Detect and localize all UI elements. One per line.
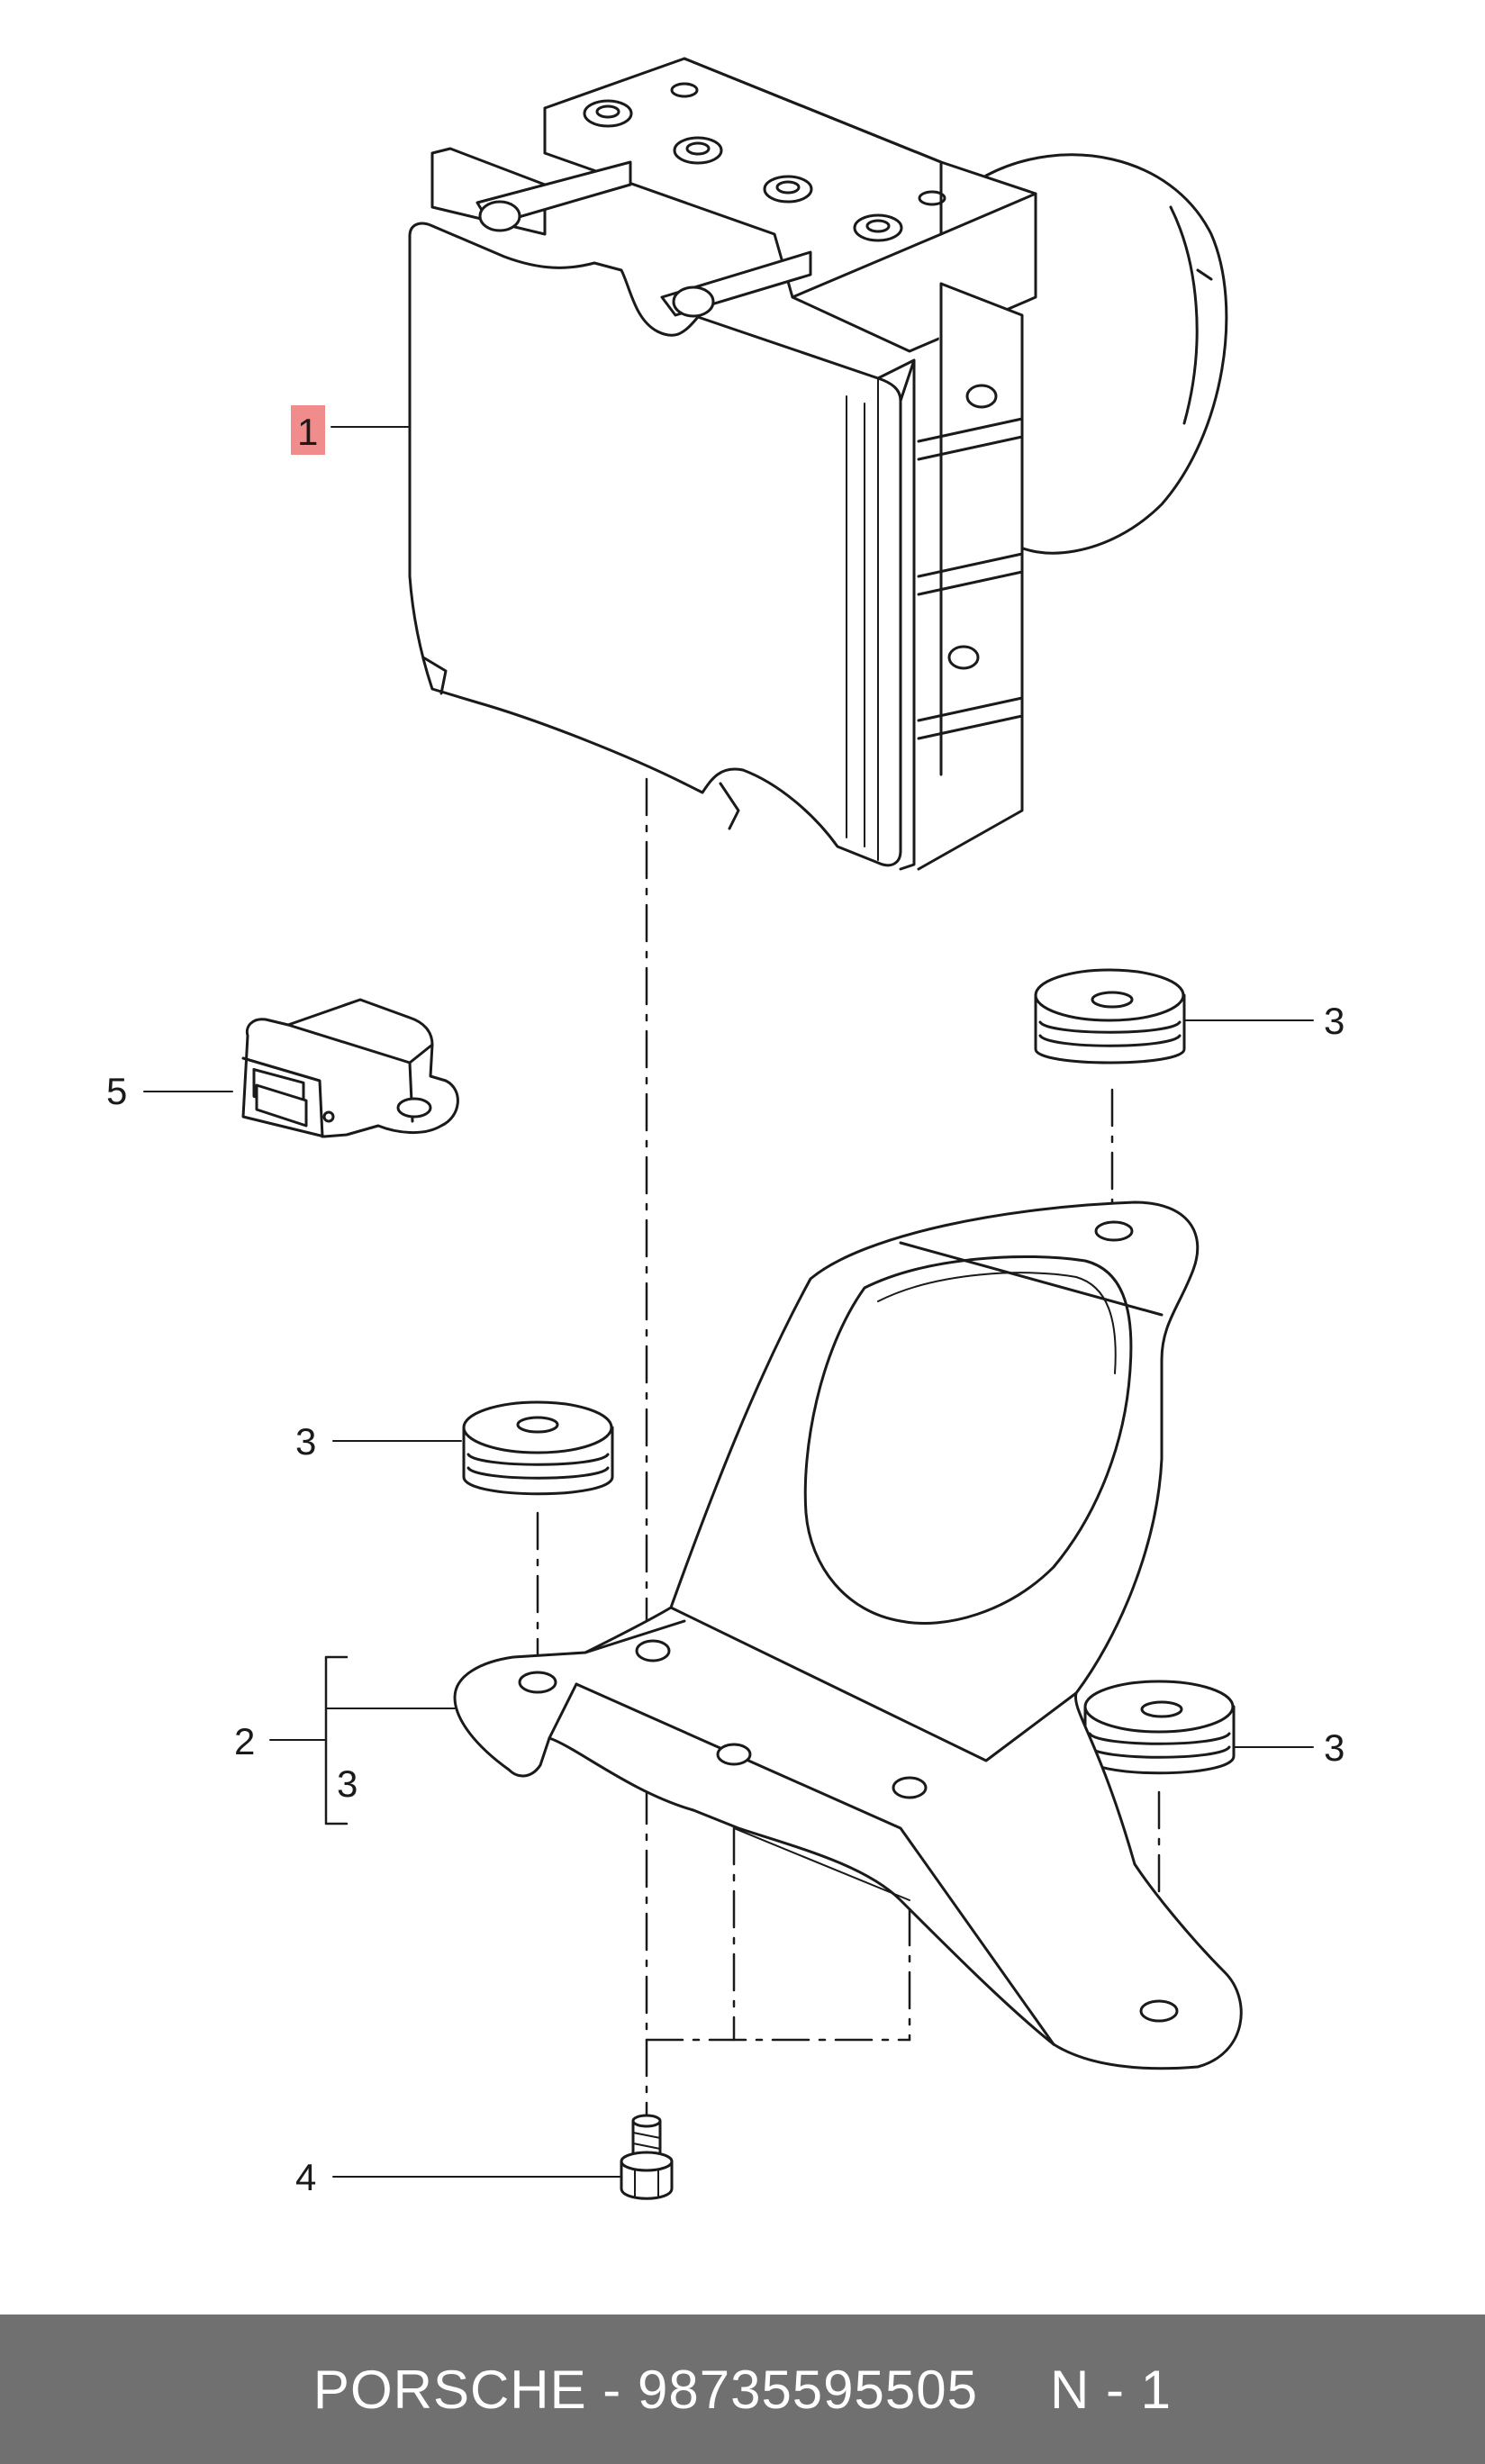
callout-3-top[interactable]: 3 [1324,1000,1345,1042]
part-number-label: PORSCHE - 98735595505 [312,2359,979,2420]
callout-1-highlight [291,405,325,455]
bracket-hole-top [1094,1220,1134,1242]
port-1 [583,99,633,128]
connector-sensor [241,998,459,1138]
grommet-left [462,1400,614,1496]
callout-2-sub[interactable]: 3 [337,1762,358,1805]
footer-bar: PORSCHE - 98735595505 N - 1 [0,2315,1485,2464]
bracket-hole-mid1 [716,1743,752,1766]
parts-diagram: 1 5 3 3 3 [106,57,1345,2200]
mounting-bracket [453,1200,1243,2070]
screw [620,2114,674,2200]
callout-4[interactable]: 4 [295,2156,316,2198]
grommet-bottom-right [1083,1680,1236,1775]
bracket-hole-right [1139,1999,1179,2023]
callout-3-right[interactable]: 3 [1324,1726,1345,1769]
bracket-hole-unit [635,1639,671,1662]
abs-control-unit [408,57,1228,871]
bolt-head-1 [478,200,521,232]
port-2 [673,136,723,165]
callout-2[interactable]: 2 [234,1720,255,1762]
grommet-top-right [1034,968,1186,1064]
bracket-hole-mid2 [892,1776,928,1799]
page-label: N - 1 [1050,2359,1173,2420]
callout-1[interactable]: 1 [297,411,318,453]
port-3 [763,175,813,204]
port-4 [853,213,903,242]
callout-3-left[interactable]: 3 [295,1420,316,1463]
bolt-head-2 [672,285,715,318]
callout-5[interactable]: 5 [106,1070,127,1112]
bracket-hole-left [518,1671,557,1694]
